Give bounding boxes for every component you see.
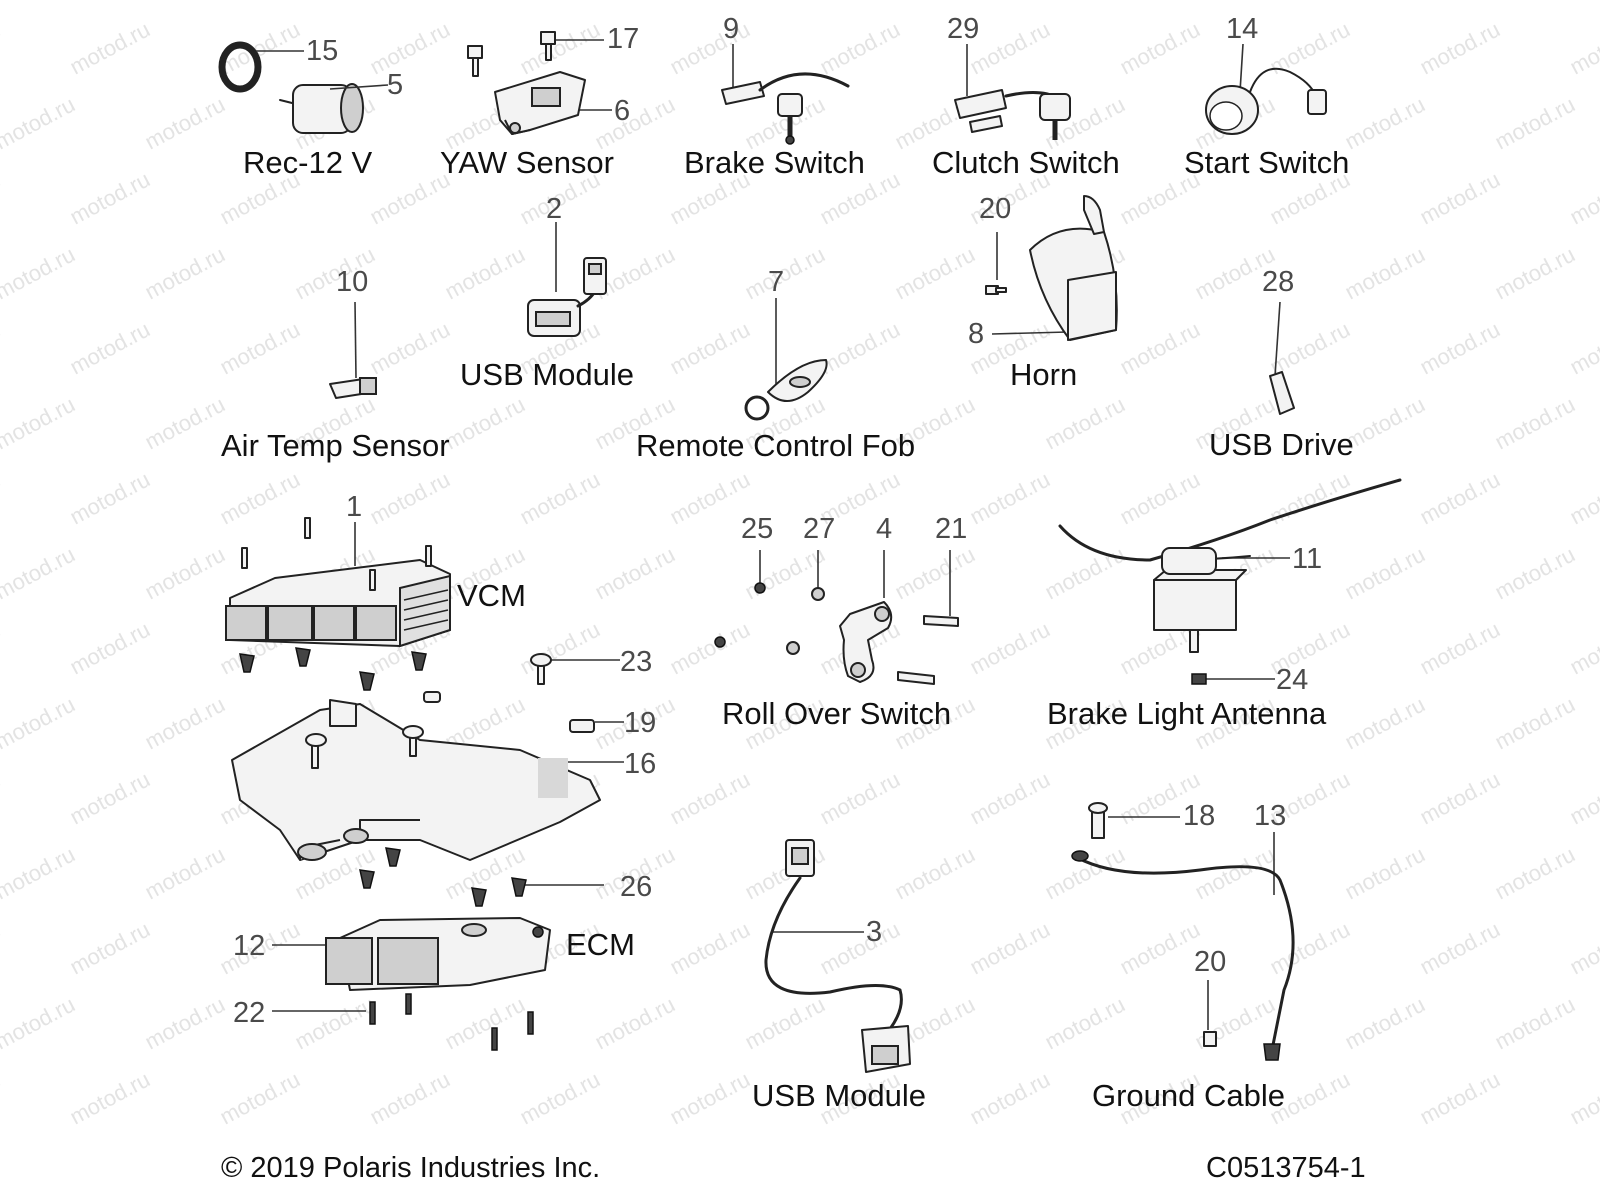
- callout-19: 19: [624, 707, 657, 739]
- callout-27: 27: [803, 513, 836, 545]
- usb-module-bottom-label: USB Module: [752, 1078, 927, 1113]
- ground-cable-label: Ground Cable: [1092, 1078, 1286, 1113]
- start-switch-label: Start Switch: [1184, 145, 1350, 180]
- callout-22: 22: [233, 997, 266, 1029]
- callout-1: 1: [346, 491, 363, 523]
- callout-21: 21: [935, 513, 968, 545]
- callout-10: 10: [336, 266, 369, 298]
- air-temp-sensor-label: Air Temp Sensor: [221, 428, 450, 463]
- callout-25: 25: [741, 513, 774, 545]
- diagram-code: C0513754-1: [1206, 1152, 1366, 1184]
- callout-6: 6: [614, 95, 631, 127]
- callout-18: 18: [1183, 800, 1216, 832]
- horn-label: Horn: [1010, 357, 1078, 392]
- callout-12: 12: [233, 930, 266, 962]
- callout-7: 7: [768, 266, 785, 298]
- roll-over-switch-part: [714, 582, 959, 685]
- usb-drive-part: [1269, 371, 1295, 415]
- callout-14: 14: [1226, 13, 1259, 45]
- callout-23: 23: [620, 646, 653, 678]
- remote-control-fob-label: Remote Control Fob: [636, 428, 916, 463]
- callout-29: 29: [947, 13, 980, 45]
- clutch-switch-part: [954, 89, 1071, 140]
- vcm-label: VCM: [457, 578, 526, 613]
- brake-light-antenna-label: Brake Light Antenna: [1047, 696, 1327, 731]
- callout-15: 15: [306, 35, 339, 67]
- yaw-sensor-label: YAW Sensor: [440, 145, 614, 180]
- brake-switch-part: [721, 72, 850, 145]
- usb-module-top-part: [527, 257, 607, 337]
- callout-3: 3: [866, 916, 883, 948]
- copyright-text: © 2019 Polaris Industries Inc.: [221, 1152, 601, 1184]
- usb-drive-label: USB Drive: [1209, 427, 1354, 462]
- rec-12v-receptacle-part: [218, 41, 364, 134]
- callout-9: 9: [723, 13, 740, 45]
- callout-20-horn: 20: [979, 193, 1012, 225]
- callout-28: 28: [1262, 266, 1295, 298]
- callout-2: 2: [546, 193, 563, 225]
- air-temp-sensor-part: [329, 377, 377, 399]
- yaw-sensor-part: [467, 31, 586, 135]
- ecm-label: ECM: [566, 927, 635, 962]
- callout-26: 26: [620, 871, 653, 903]
- ecm-part: [325, 917, 551, 1051]
- horn-part: [985, 195, 1118, 341]
- callout-4: 4: [876, 513, 893, 545]
- clutch-switch-label: Clutch Switch: [932, 145, 1120, 180]
- brake-switch-label: Brake Switch: [684, 145, 865, 180]
- ground-cable-part: [1071, 802, 1295, 1061]
- callout-16: 16: [624, 748, 657, 780]
- callout-17: 17: [607, 23, 640, 55]
- usb-module-bottom-part: [764, 839, 911, 1073]
- callout-5: 5: [387, 69, 404, 101]
- brake-light-antenna-part: [1058, 478, 1402, 685]
- rec-12v-label: Rec-12 V: [243, 145, 373, 180]
- mounting-bracket-part: [231, 653, 601, 907]
- callout-24: 24: [1276, 664, 1309, 696]
- vcm-part: [225, 517, 451, 691]
- roll-over-switch-label: Roll Over Switch: [722, 696, 952, 731]
- usb-module-top-label: USB Module: [460, 357, 635, 392]
- remote-control-fob-part: [744, 359, 828, 421]
- callout-11: 11: [1292, 543, 1323, 575]
- callout-8: 8: [968, 318, 985, 350]
- callout-20-ground: 20: [1194, 946, 1227, 978]
- callout-13: 13: [1254, 800, 1287, 832]
- start-switch-part: [1205, 67, 1327, 135]
